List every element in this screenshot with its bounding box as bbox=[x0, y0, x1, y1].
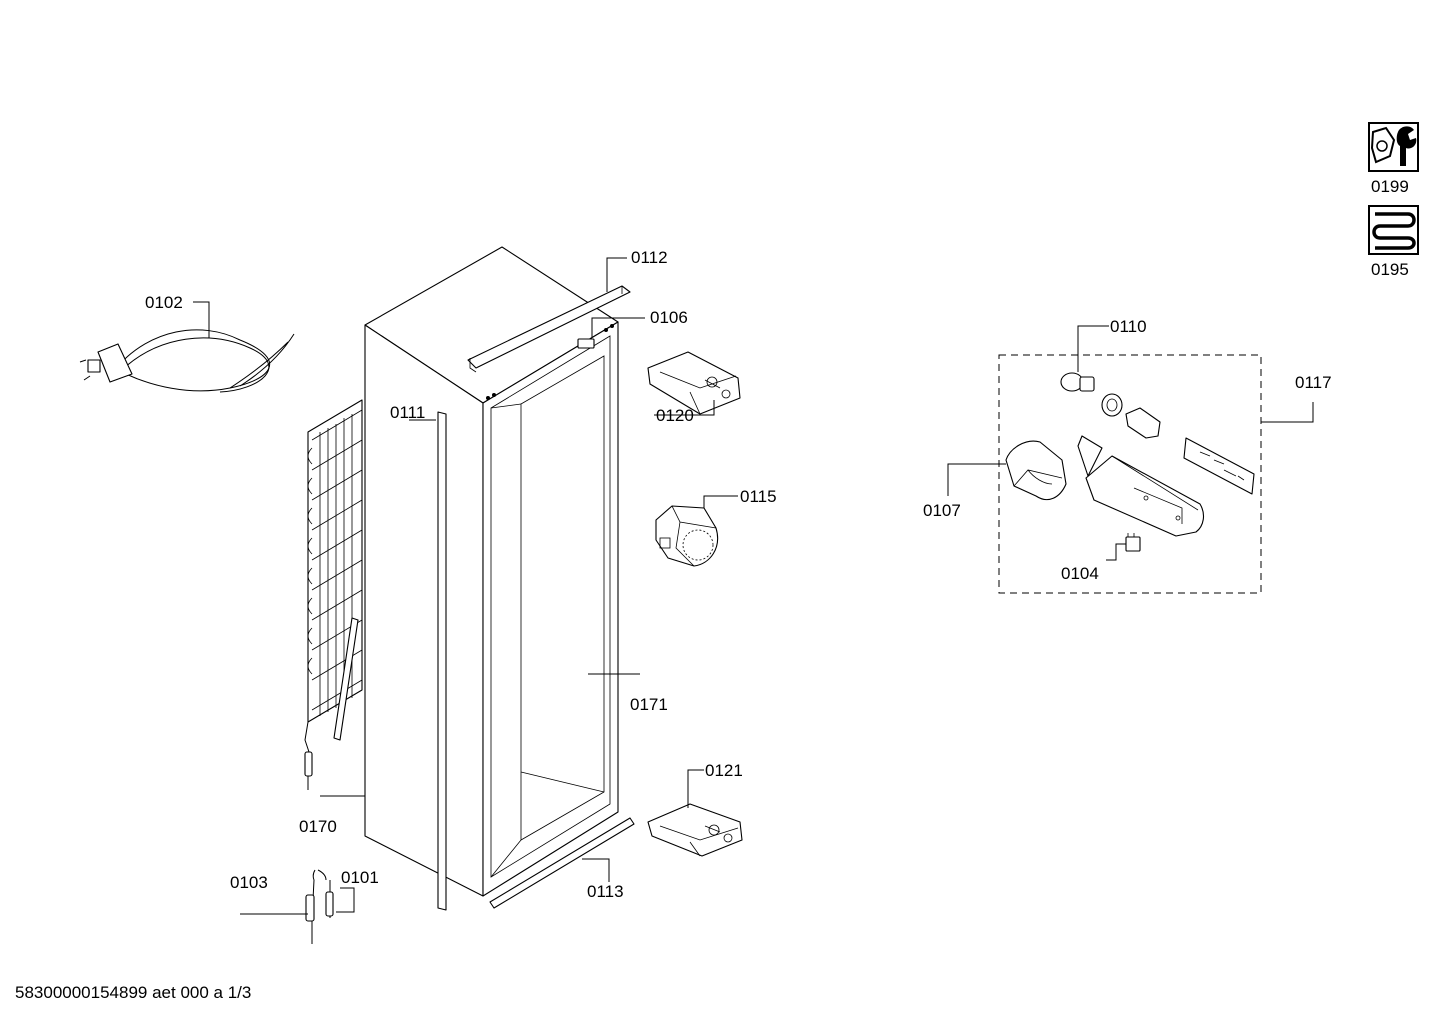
callout-0103: 0103 bbox=[230, 873, 268, 892]
light-assembly bbox=[998, 354, 1262, 594]
top-rail bbox=[467, 283, 631, 373]
power-cable bbox=[79, 329, 295, 393]
callout-0170: 0170 bbox=[299, 817, 337, 836]
callout-0104: 0104 bbox=[1061, 564, 1099, 583]
callout-0106: 0106 bbox=[650, 308, 688, 327]
cabinet-body bbox=[364, 246, 619, 897]
temperature-sensors bbox=[305, 869, 334, 944]
callout-0107: 0107 bbox=[923, 501, 961, 520]
hinge-bottom bbox=[647, 803, 743, 857]
callout-0110: 0110 bbox=[1110, 317, 1147, 336]
document-id: 58300000154899 aet 000 a 1/3 bbox=[15, 983, 251, 1002]
seal-strip-0111 bbox=[437, 411, 447, 911]
bottom-strip-0113 bbox=[489, 817, 635, 909]
leader-lines bbox=[193, 257, 1314, 915]
seal-strip-rear bbox=[333, 617, 359, 741]
callout-labels: 0102 0111 0112 0106 0120 0115 0171 0121 … bbox=[145, 248, 1332, 901]
callout-0171: 0171 bbox=[630, 695, 668, 714]
callout-0112: 0112 bbox=[631, 248, 668, 267]
callout-0102: 0102 bbox=[145, 293, 183, 312]
condenser-coil bbox=[304, 399, 363, 790]
service-tools-icon bbox=[1368, 122, 1419, 172]
hinge-top bbox=[647, 351, 741, 415]
callout-0120: 0120 bbox=[656, 406, 694, 425]
callout-0121: 0121 bbox=[705, 761, 743, 780]
service-tools-label: 0199 bbox=[1371, 177, 1409, 196]
callout-0111: 0111 bbox=[390, 403, 425, 422]
callout-0117: 0117 bbox=[1295, 373, 1332, 392]
fan-cover bbox=[655, 505, 718, 567]
refrigeration-coil-icon bbox=[1368, 205, 1419, 255]
callout-0101: 0101 bbox=[341, 868, 379, 887]
callout-0113: 0113 bbox=[587, 882, 624, 901]
refrigeration-coil-label: 0195 bbox=[1371, 260, 1409, 279]
callout-0115: 0115 bbox=[740, 487, 777, 506]
